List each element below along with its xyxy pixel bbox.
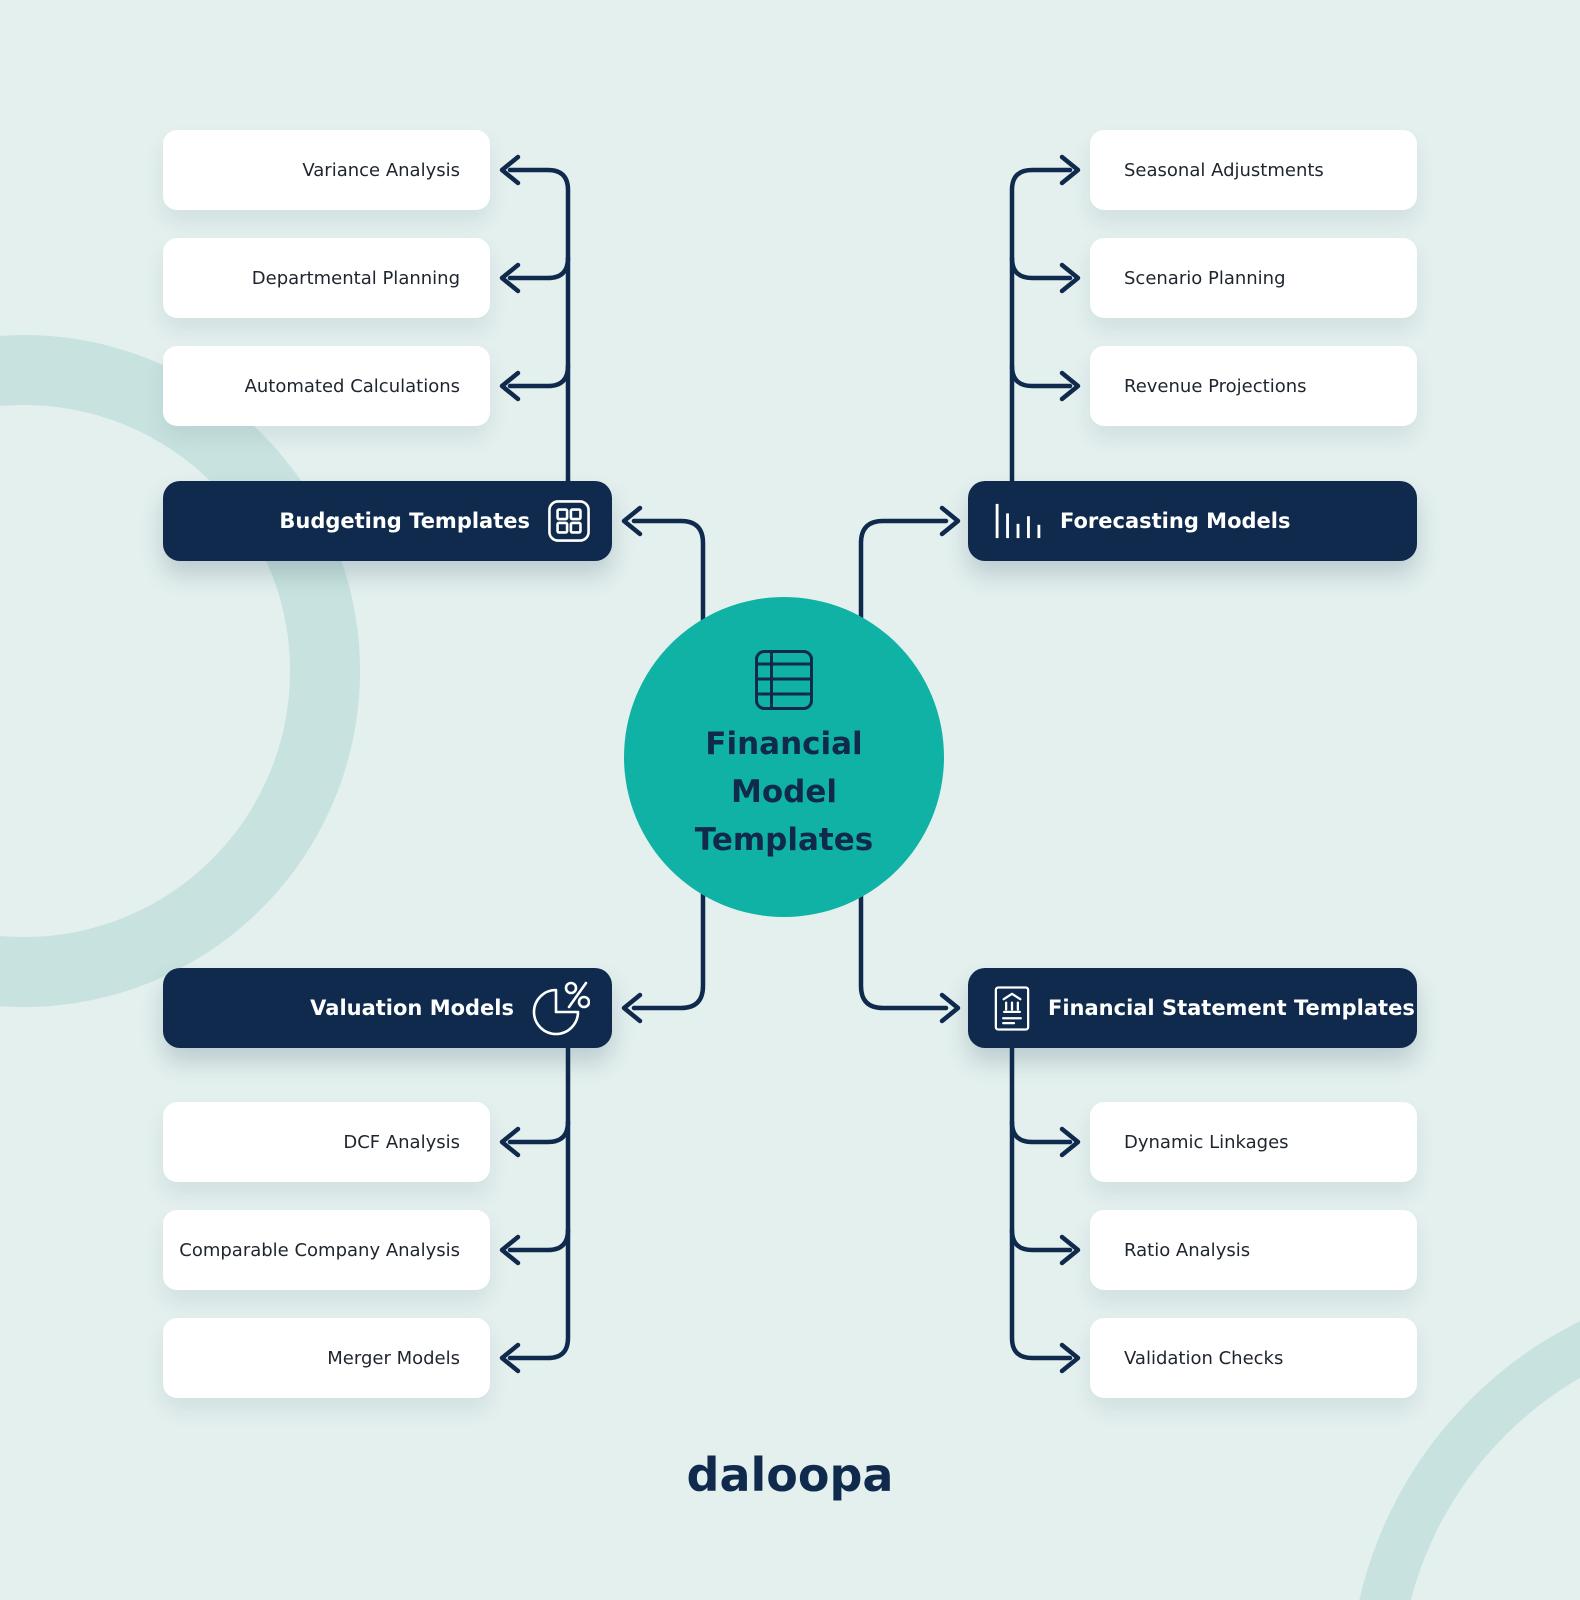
leaf-card-label: Variance Analysis (302, 159, 460, 181)
connector-forecasting-branch-3 (1009, 363, 1073, 389)
arrowhead-dynamic-linkages (1059, 1126, 1081, 1158)
leaf-card-dcf-analysis: DCF Analysis (163, 1102, 490, 1182)
daloopa-logo: daloopa (686, 1448, 894, 1502)
leaf-card-departmental-planning: Departmental Planning (163, 238, 490, 318)
leaf-card-label: Revenue Projections (1124, 375, 1307, 397)
branch-label: Financial Statement Templates (1048, 996, 1415, 1020)
leaf-card-label: Departmental Planning (251, 267, 460, 289)
grid-icon (548, 500, 590, 542)
bar-chart-icon (995, 503, 1041, 539)
connector-center-to-forecasting (858, 518, 949, 623)
arrowhead-variance-analysis (499, 154, 521, 186)
connector-financial-statements-branch-1 (1009, 1119, 1073, 1145)
branch-label: Forecasting Models (1060, 509, 1291, 533)
connector-financial-statements-branch-2 (1009, 1227, 1073, 1253)
leaf-card-scenario-planning: Scenario Planning (1090, 238, 1417, 318)
arrowhead-forecasting (939, 505, 961, 537)
arrowhead-financial-statements (939, 992, 961, 1024)
connector-center-to-financial-statements (858, 891, 949, 1011)
arrowhead-revenue-projections (1059, 370, 1081, 402)
connector-forecasting-trunk (1009, 167, 1073, 484)
connector-center-to-valuation (631, 891, 706, 1011)
connector-budgeting-trunk (507, 167, 571, 484)
branch-node-valuation-models: Valuation Models (163, 968, 612, 1048)
leaf-card-label: Scenario Planning (1124, 267, 1286, 289)
arrowhead-valuation (621, 992, 643, 1024)
arrowhead-merger-models (499, 1342, 521, 1374)
arrowhead-automated-calculations (499, 370, 521, 402)
center-title-line-2: Model (730, 774, 837, 810)
leaf-card-seasonal-adjustments: Seasonal Adjustments (1090, 130, 1417, 210)
arrowhead-seasonal-adjustments (1059, 154, 1081, 186)
leaf-card-label: Ratio Analysis (1124, 1239, 1251, 1261)
connector-valuation-branch-2 (507, 1227, 571, 1253)
center-title: Financial Model Templates (695, 720, 873, 864)
leaf-card-ratio-analysis: Ratio Analysis (1090, 1210, 1417, 1290)
leaf-card-variance-analysis: Variance Analysis (163, 130, 490, 210)
leaf-card-revenue-projections: Revenue Projections (1090, 346, 1417, 426)
branch-node-forecasting-models: Forecasting Models (968, 481, 1417, 561)
leaf-card-label: Automated Calculations (244, 375, 460, 397)
document-bank-icon (994, 985, 1030, 1031)
arrowhead-scenario-planning (1059, 262, 1081, 294)
leaf-card-label: Dynamic Linkages (1124, 1131, 1289, 1153)
arrowhead-validation-checks (1059, 1342, 1081, 1374)
connector-budgeting-branch-3 (507, 363, 571, 389)
leaf-card-label: Seasonal Adjustments (1124, 159, 1324, 181)
arrowhead-budgeting (621, 505, 643, 537)
center-title-line-3: Templates (694, 822, 874, 858)
pie-percent-icon (532, 981, 590, 1036)
arrowhead-departmental-planning (499, 262, 521, 294)
connector-forecasting-branch-2 (1009, 255, 1073, 281)
leaf-card-label: Merger Models (327, 1347, 460, 1369)
branch-label: Valuation Models (310, 996, 514, 1020)
connector-financial-statements-trunk (1009, 1045, 1073, 1361)
leaf-card-dynamic-linkages: Dynamic Linkages (1090, 1102, 1417, 1182)
connector-budgeting-branch-2 (507, 255, 571, 281)
branch-label: Budgeting Templates (279, 509, 530, 533)
branch-node-budgeting-templates: Budgeting Templates (163, 481, 612, 561)
center-title-line-1: Financial (705, 726, 863, 762)
table-icon (755, 650, 813, 710)
connector-center-to-budgeting (631, 518, 706, 623)
leaf-card-label: Comparable Company Analysis (179, 1239, 460, 1261)
branch-node-financial-statement-templates: Financial Statement Templates (968, 968, 1417, 1048)
center-node-financial-model-templates: Financial Model Templates (624, 597, 944, 917)
decor-ring-left (0, 335, 360, 1007)
connector-valuation-trunk (507, 1045, 571, 1361)
leaf-card-validation-checks: Validation Checks (1090, 1318, 1417, 1398)
leaf-card-merger-models: Merger Models (163, 1318, 490, 1398)
leaf-card-comparable-company-analysis: Comparable Company Analysis (163, 1210, 490, 1290)
arrowhead-ratio-analysis (1059, 1234, 1081, 1266)
arrowhead-comparable-company-analysis (499, 1234, 521, 1266)
connector-valuation-branch-1 (507, 1119, 571, 1145)
leaf-card-label: Validation Checks (1124, 1347, 1284, 1369)
leaf-card-label: DCF Analysis (343, 1131, 460, 1153)
leaf-card-automated-calculations: Automated Calculations (163, 346, 490, 426)
arrowhead-dcf-analysis (499, 1126, 521, 1158)
